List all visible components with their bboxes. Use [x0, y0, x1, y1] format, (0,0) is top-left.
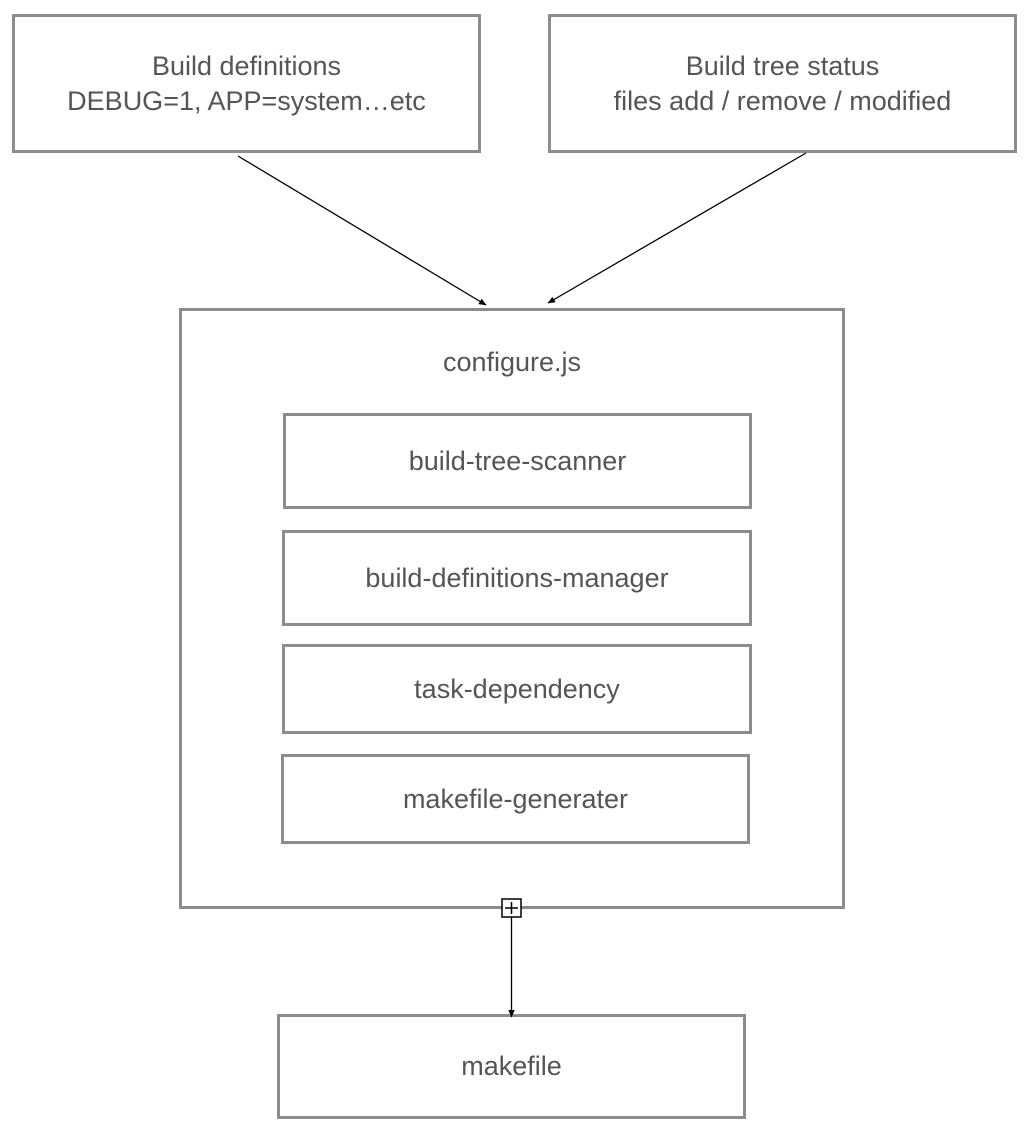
arrow-definitions-to-configure	[237, 155, 487, 306]
build-tree-status-detail: files add / remove / modified	[613, 85, 952, 116]
configure-js-title: configure.js	[442, 347, 582, 377]
module-label: makefile-generater	[402, 783, 629, 814]
build-tree-status-title: Build tree status	[685, 50, 880, 81]
module-build-definitions-manager: build-definitions-manager	[282, 530, 752, 626]
module-label: build-definitions-manager	[365, 562, 669, 593]
build-definitions-detail: DEBUG=1, APP=system…etc	[67, 85, 426, 116]
module-label: task-dependency	[414, 673, 620, 704]
build-definitions-title: Build definitions	[151, 50, 342, 81]
makefile-label: makefile	[461, 1051, 562, 1081]
makefile-box: makefile	[277, 1014, 746, 1119]
arrow-status-to-configure	[547, 152, 807, 304]
build-tree-status-box: Build tree status files add / remove / m…	[548, 14, 1017, 153]
module-makefile-generater: makefile-generater	[281, 754, 750, 844]
build-definitions-box: Build definitions DEBUG=1, APP=system…et…	[12, 14, 481, 153]
module-task-dependency: task-dependency	[282, 644, 752, 734]
module-label: build-tree-scanner	[408, 445, 627, 476]
module-build-tree-scanner: build-tree-scanner	[283, 413, 752, 509]
